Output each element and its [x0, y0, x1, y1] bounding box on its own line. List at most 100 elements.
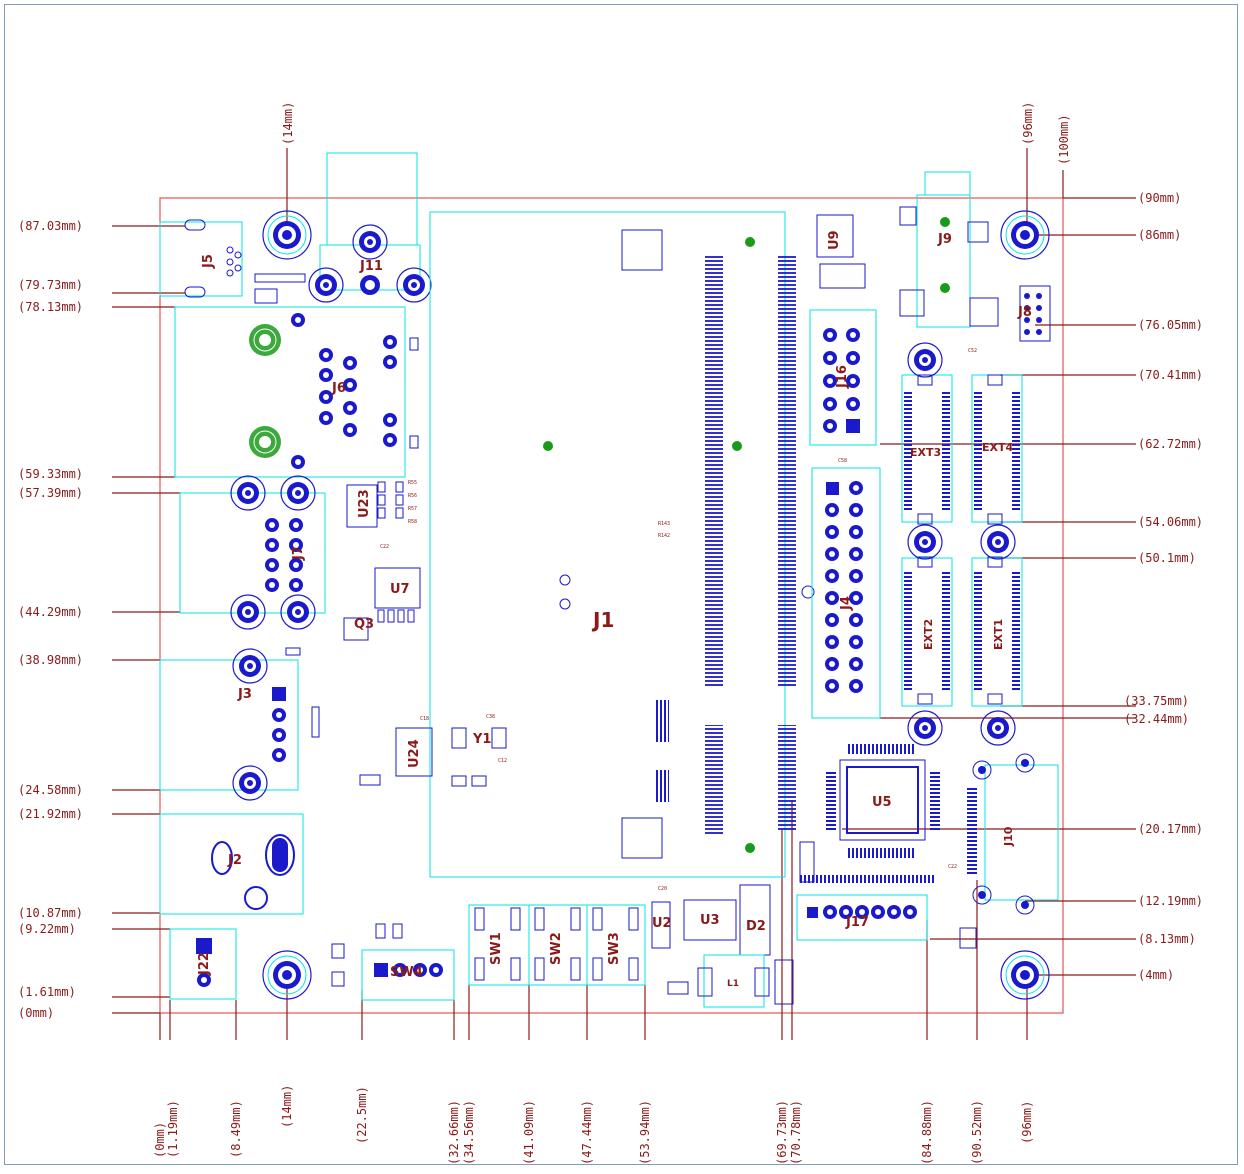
svg-text:R56: R56 [408, 493, 417, 499]
bottom-dimension-labels: (0mm) (1.19mm) (8.49mm) (14mm) (22.5mm) … [153, 1085, 1034, 1165]
svg-text:C22: C22 [948, 864, 957, 870]
dim-label: (44.29mm) [18, 605, 83, 619]
j1-module: J1 [429, 211, 815, 878]
sw1-label: SW1 [489, 932, 504, 965]
dim-label: (22.5mm) [355, 1086, 369, 1144]
j6-connector: J6 [174, 306, 406, 478]
j22-label: J22 [197, 952, 212, 976]
dim-label: (1.19mm) [166, 1100, 180, 1158]
dim-label: (8.13mm) [1138, 932, 1196, 946]
dim-label: (24.58mm) [18, 783, 83, 797]
j6-label: J6 [331, 381, 346, 396]
dim-label: (50.1mm) [1138, 551, 1196, 565]
u5-label: U5 [872, 795, 892, 810]
left-dimension-labels: (87.03mm) (79.73mm) (78.13mm) (59.33mm) … [18, 219, 83, 1020]
dim-label: (69.73mm) [775, 1100, 789, 1165]
dim-label: (54.06mm) [1138, 515, 1203, 529]
dim-label: (32.44mm) [1124, 712, 1189, 726]
svg-text:C18: C18 [420, 716, 429, 722]
svg-text:C20: C20 [658, 886, 667, 892]
svg-text:R58: R58 [408, 519, 417, 525]
dimension-lines [112, 148, 1136, 1040]
dim-label: (32.66mm) [447, 1100, 461, 1165]
dim-label: (10.87mm) [18, 906, 83, 920]
j5-connector: J5 [159, 219, 243, 298]
dim-label: (57.39mm) [18, 486, 83, 500]
dim-label: (1.61mm) [18, 985, 76, 999]
dim-label: (53.94mm) [638, 1100, 652, 1165]
dim-label: (84.88mm) [920, 1100, 934, 1165]
ext1-label: EXT1 [992, 619, 1005, 650]
dim-label: (62.72mm) [1138, 437, 1203, 451]
dim-label: (12.19mm) [1138, 894, 1203, 908]
dim-label: (9.22mm) [18, 922, 76, 936]
svg-text:R143: R143 [658, 521, 670, 527]
svg-text:R57: R57 [408, 506, 417, 512]
sw4-switch: SW4 [331, 923, 455, 1001]
j5-label: J5 [201, 254, 216, 269]
j7-connector: J7 [179, 475, 326, 630]
svg-text:C38: C38 [486, 714, 495, 720]
j17-connector: J17 [796, 894, 928, 941]
dim-label: (34.56mm) [462, 1100, 476, 1165]
dim-label: (4mm) [1138, 968, 1174, 982]
top-dimension-labels: (14mm) (96mm) (100mm) [281, 102, 1071, 165]
dim-label: (79.73mm) [18, 278, 83, 292]
dim-label: (96mm) [1021, 102, 1035, 145]
dim-label: (76.05mm) [1138, 318, 1203, 332]
q3-label: Q3 [354, 617, 374, 632]
dim-label: (0mm) [153, 1122, 167, 1158]
ext2-label: EXT2 [922, 619, 935, 650]
j2-label: J2 [227, 853, 242, 868]
dim-label: (21.92mm) [18, 807, 83, 821]
sw2-label: SW2 [549, 932, 564, 965]
dim-label: (14mm) [280, 1085, 294, 1128]
svg-text:C22: C22 [380, 544, 389, 550]
l1-label: L1 [727, 979, 739, 989]
dim-label: (8.49mm) [229, 1100, 243, 1158]
j9-label: J9 [937, 232, 952, 247]
dim-label: (96mm) [1020, 1101, 1034, 1144]
svg-text:C58: C58 [838, 458, 847, 464]
dim-label: (90.52mm) [970, 1100, 984, 1165]
j22-connector: J22 [169, 928, 237, 1000]
dim-label: (0mm) [18, 1006, 54, 1020]
ext3-label: EXT3 [910, 446, 941, 459]
j10-label: J10 [1002, 826, 1015, 847]
passive-components [285, 337, 977, 1005]
svg-text:C52: C52 [968, 348, 977, 354]
u7-label: U7 [390, 582, 410, 597]
j3-label: J3 [237, 687, 252, 702]
dim-label: (41.09mm) [522, 1100, 536, 1165]
j16-connector: J16 [809, 309, 877, 446]
drawing-frame [4, 4, 1238, 1165]
j4-label: J4 [839, 596, 854, 611]
j1-label: J1 [591, 608, 614, 632]
u23-label: U23 [357, 489, 372, 518]
j16-label: J16 [835, 365, 850, 389]
svg-text:R55: R55 [408, 480, 417, 486]
j11-label: J11 [359, 259, 383, 274]
tactile-switches: SW1 SW2 SW3 [468, 904, 646, 986]
j3-connector: J3 [159, 648, 299, 801]
dim-label: (14mm) [281, 102, 295, 145]
left-ics: U23 U7 U24 Y1 Q3 [254, 273, 507, 777]
dim-label: (87.03mm) [18, 219, 83, 233]
j17-label: J17 [845, 915, 869, 930]
y1-label: Y1 [472, 732, 491, 747]
top-right-parts: U9 J9 J8 [816, 171, 1051, 342]
dim-label: (100mm) [1057, 114, 1071, 165]
dim-label: (38.98mm) [18, 653, 83, 667]
dim-label: (78.13mm) [18, 300, 83, 314]
j7-label: J7 [291, 546, 306, 561]
u2-label: U2 [652, 916, 672, 931]
dim-label: (33.75mm) [1124, 694, 1189, 708]
dim-label: (86mm) [1138, 228, 1181, 242]
j4-connector: J4 [811, 467, 881, 719]
power-parts: U2 U3 D2 L1 [651, 884, 771, 1008]
right-dimension-labels: (90mm) (86mm) (76.05mm) (70.41mm) (62.72… [1124, 191, 1203, 982]
ext4-label: EXT4 [982, 441, 1013, 454]
